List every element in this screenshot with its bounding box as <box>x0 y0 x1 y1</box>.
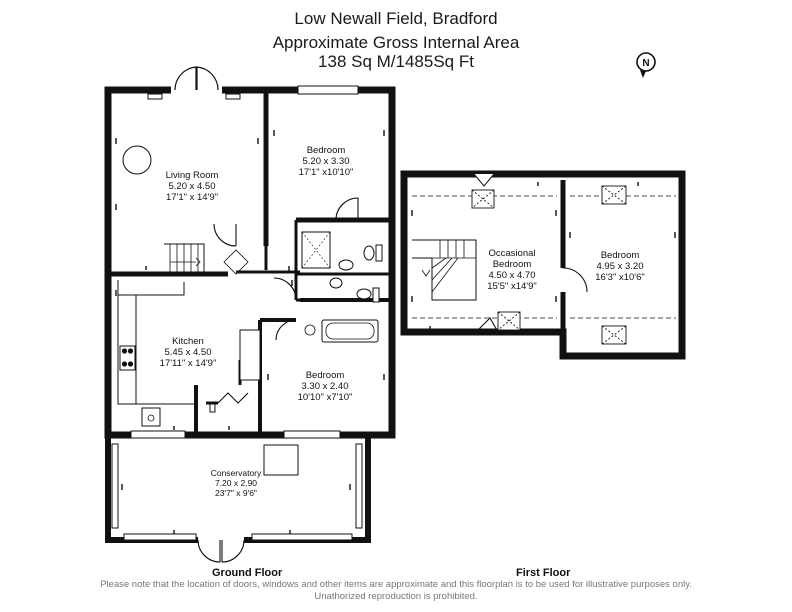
room-imperial-bedroom-gf2: 10'10" x7'10" <box>298 392 353 403</box>
room-imperial-kitchen: 17'11" x 14'9" <box>160 358 217 369</box>
door-swing-right <box>196 66 219 91</box>
roof-light <box>263 444 299 476</box>
door-swing-left <box>174 66 197 91</box>
room-name-living: Living Room <box>166 170 219 181</box>
ground-floor-outer-wall <box>104 86 396 439</box>
window-bedroom <box>297 85 359 95</box>
room-name-kitchen: Kitchen <box>172 336 204 347</box>
room-name-bedroom-gf2: Bedroom <box>306 370 345 381</box>
basin-icon <box>329 259 380 303</box>
first-floor-plan: Occasional Bedroom 4.50 x 4.70 15'5" x14… <box>400 170 686 360</box>
room-metric-bedroom-gf2: 3.30 x 2.40 <box>301 381 348 392</box>
first-floor-stairs <box>412 239 477 301</box>
toilet-icon <box>363 244 383 262</box>
compass-icon: N <box>636 52 656 78</box>
shower-icon <box>301 231 331 269</box>
area-heading: Approximate Gross Internal Area <box>272 33 520 52</box>
room-imperial-bedroom-gf1: 17'1" x10'10" <box>299 167 354 178</box>
room-name-bedroom-ff: Bedroom <box>601 250 640 261</box>
disclaimer-text: Please note that the location of doors, … <box>100 579 692 602</box>
room-name-bedroom-gf1: Bedroom <box>307 145 346 156</box>
room-metric-conservatory: 7.20 x 2.90 <box>215 478 257 488</box>
room-metric-kitchen: 5.45 x 4.50 <box>164 347 211 358</box>
area-value: 138 Sq M/1485Sq Ft <box>318 52 474 71</box>
ground-floor-plan: Living Room 5.20 x 4.50 17'1" x 14'9" Be… <box>104 66 396 563</box>
room-imperial-conservatory: 23'7" x 9'6" <box>215 488 257 498</box>
bath-icon <box>304 319 379 343</box>
ground-stairs <box>164 243 249 275</box>
hob-icon <box>119 345 136 371</box>
room-name-conservatory: Conservatory <box>211 468 262 478</box>
room-name-occasional-1: Occasional <box>489 248 536 259</box>
table-icon <box>122 145 152 175</box>
skylight-icon <box>471 185 627 345</box>
front-door-gap <box>171 86 222 95</box>
room-metric-occasional: 4.50 x 4.70 <box>488 270 535 281</box>
room-metric-bedroom-ff: 4.95 x 3.20 <box>596 261 643 272</box>
room-imperial-living: 17'1" x 14'9" <box>166 192 218 203</box>
room-imperial-bedroom-ff: 16'3" x10'6" <box>595 272 644 283</box>
first-floor-label: First Floor <box>516 567 571 579</box>
room-name-occasional-2: Bedroom <box>493 259 532 270</box>
compass-label: N <box>642 58 649 69</box>
room-imperial-occasional: 15'5" x14'9" <box>487 281 536 292</box>
ground-floor-label: Ground Floor <box>212 567 283 579</box>
sink-icon <box>141 407 161 427</box>
room-metric-living: 5.20 x 4.50 <box>168 181 215 192</box>
plan-title: Low Newall Field, Bradford <box>294 9 498 28</box>
worktop <box>239 329 261 381</box>
room-metric-bedroom-gf1: 5.20 x 3.30 <box>302 156 349 167</box>
